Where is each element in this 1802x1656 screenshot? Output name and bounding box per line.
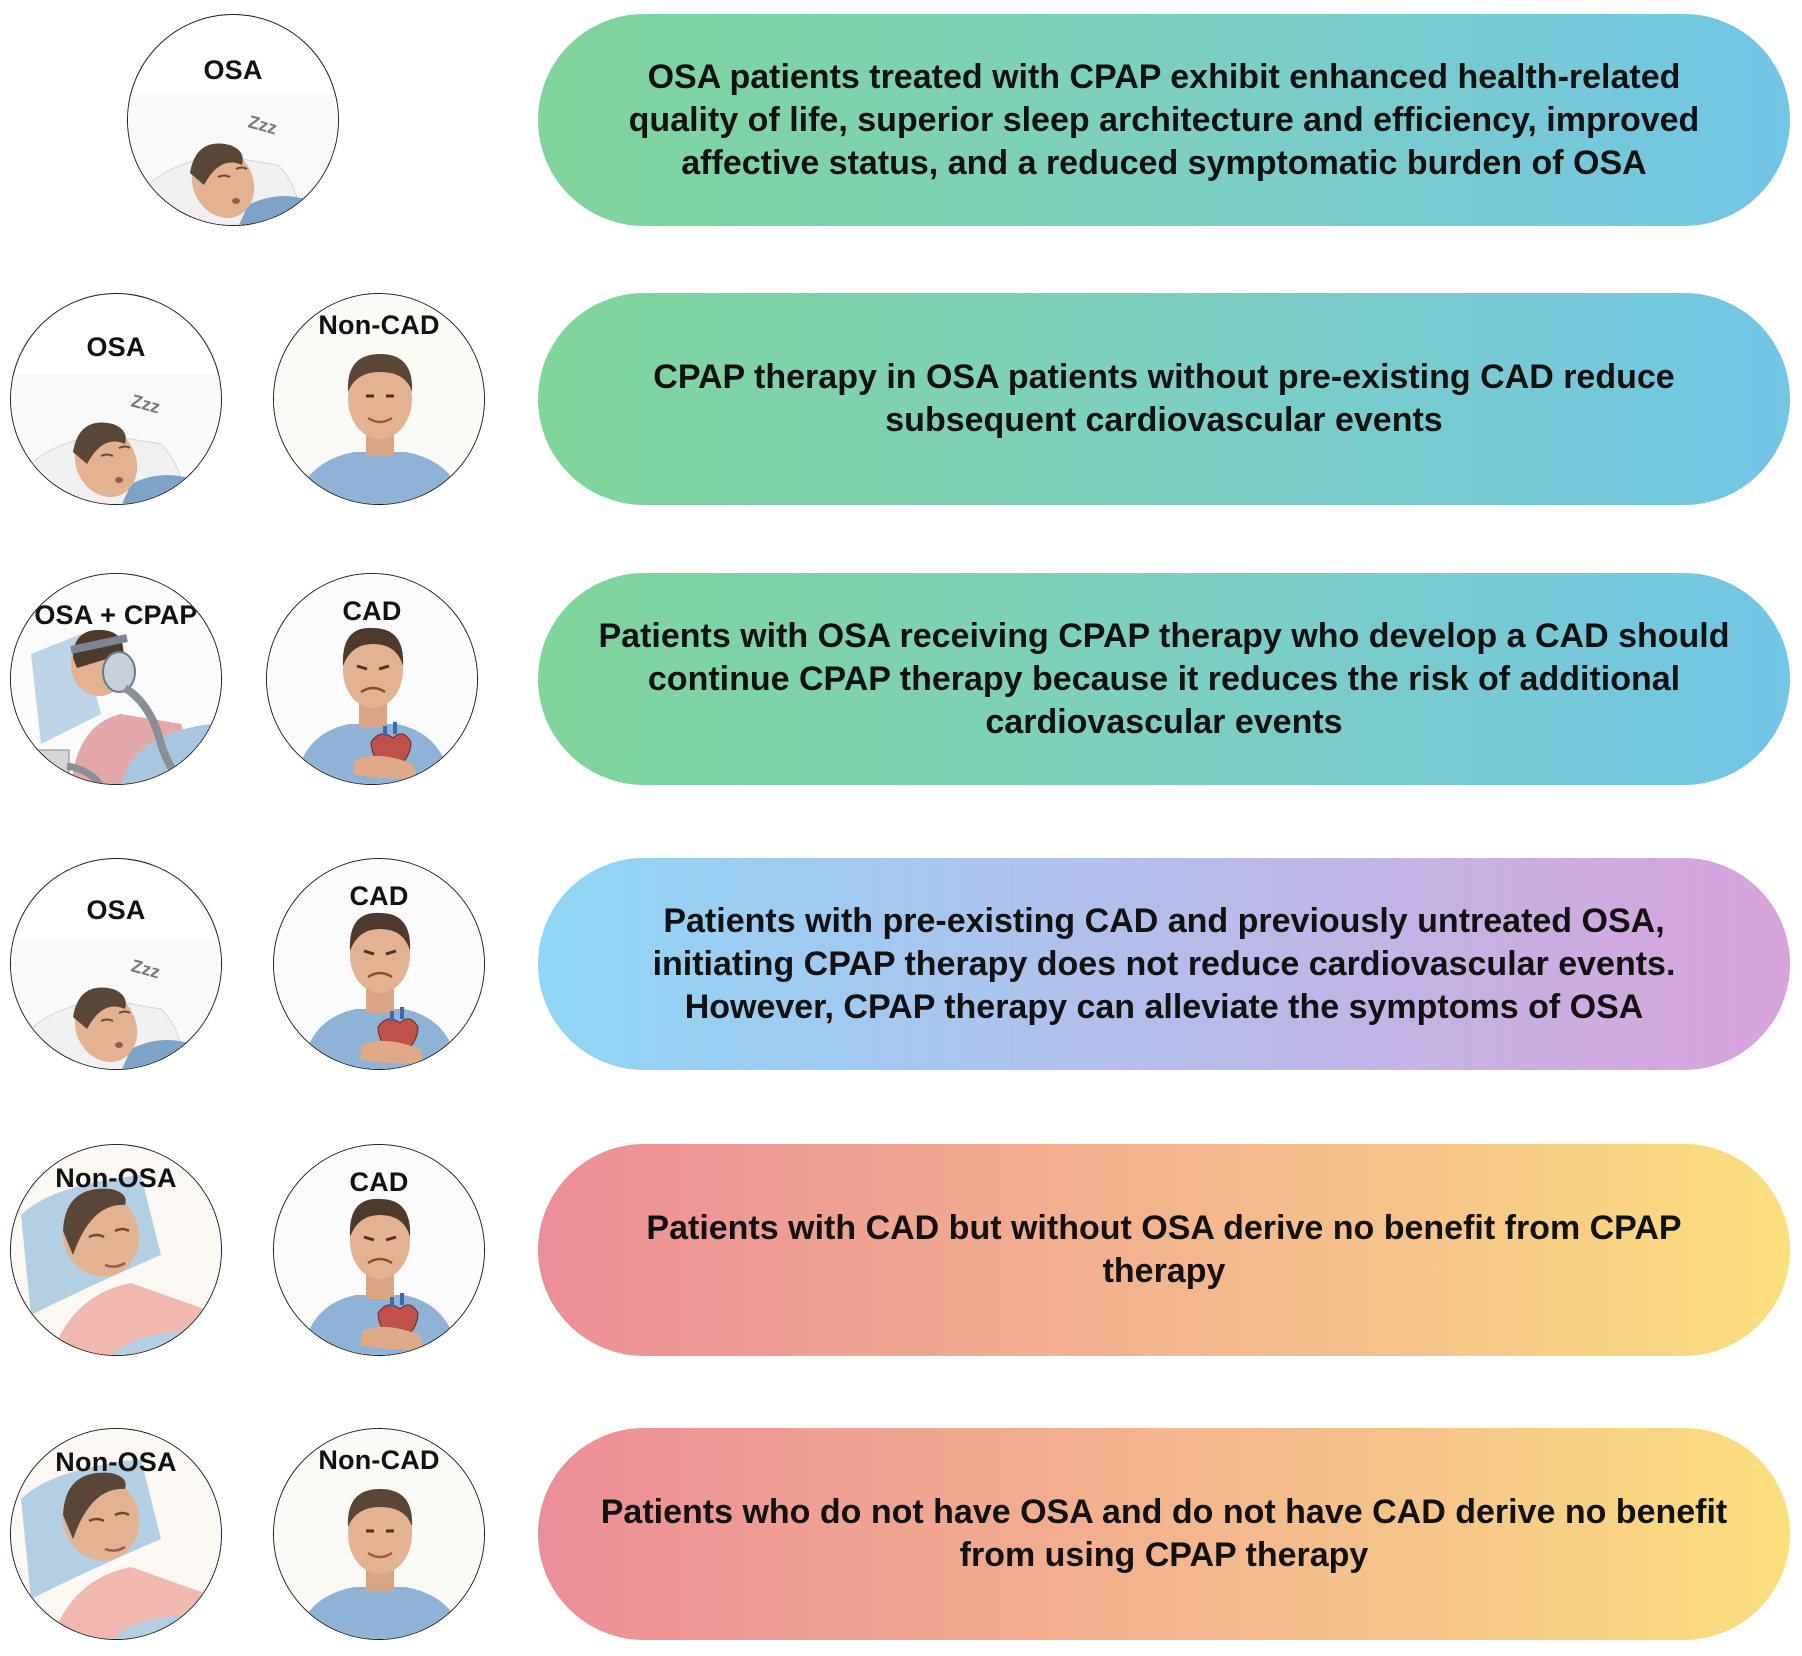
- patient-circle-cad: CAD: [273, 858, 485, 1070]
- patient-circle-non-osa: Non-OSA: [10, 1144, 222, 1356]
- patient-circle-osa-cpap: OSA + CPAP: [10, 573, 222, 785]
- circle-label: Non-OSA: [55, 1163, 177, 1193]
- statement-text: CPAP therapy in OSA patients without pre…: [653, 358, 1675, 439]
- circle-label: Non-CAD: [318, 1445, 440, 1475]
- circle-label: CAD: [349, 881, 409, 911]
- statement-pill: Patients with CAD but without OSA derive…: [538, 1144, 1790, 1356]
- row-5: Non-OSA CAD Patients with CAD but withou…: [0, 1144, 1802, 1356]
- statement-pill: Patients with pre-existing CAD and previ…: [538, 858, 1790, 1070]
- patient-circle-osa: Zzz OSA: [10, 858, 222, 1070]
- row-2: Zzz OSA Non-CAD CPAP therapy in OSA pati…: [0, 293, 1802, 505]
- sleeping-man-icon: [128, 94, 338, 225]
- circle-label: Non-OSA: [55, 1447, 177, 1477]
- circle-label: OSA: [86, 895, 146, 925]
- circle-label: OSA: [203, 55, 263, 85]
- statement-text: OSA patients treated with CPAP exhibit e…: [628, 57, 1700, 182]
- row-4: Zzz OSA CAD Patients with pre-existing C…: [0, 858, 1802, 1070]
- sleeping-man-icon: [11, 373, 221, 504]
- statement-pill: Patients who do not have OSA and do not …: [538, 1428, 1790, 1640]
- statement-text: Patients with pre-existing CAD and previ…: [652, 901, 1676, 1026]
- sleeping-man-icon: [11, 938, 221, 1069]
- statement-pill: Patients with OSA receiving CPAP therapy…: [538, 573, 1790, 785]
- row-6: Non-OSA Non-CAD Patients who do not have…: [0, 1428, 1802, 1640]
- row-1: Zzz OSA OSA patients treated with CPAP e…: [0, 14, 1802, 226]
- statement-pill: OSA patients treated with CPAP exhibit e…: [538, 14, 1790, 226]
- patient-circle-osa: Zzz OSA: [10, 293, 222, 505]
- patient-circle-cad: CAD: [266, 573, 478, 785]
- statement-text: Patients who do not have OSA and do not …: [600, 1493, 1728, 1574]
- patient-circle-cad: CAD: [273, 1144, 485, 1356]
- circle-label: CAD: [342, 596, 402, 626]
- row-3: OSA + CPAP CAD Patients with OSA receivi…: [0, 573, 1802, 785]
- statement-pill: CPAP therapy in OSA patients without pre…: [538, 293, 1790, 505]
- patient-circle-non-osa: Non-OSA: [10, 1428, 222, 1640]
- patient-circle-non-cad: Non-CAD: [273, 293, 485, 505]
- patient-circle-non-cad: Non-CAD: [273, 1428, 485, 1640]
- patient-circle-osa: Zzz OSA: [127, 14, 339, 226]
- statement-text: Patients with CAD but without OSA derive…: [646, 1209, 1682, 1290]
- circle-label: Non-CAD: [318, 310, 440, 340]
- circle-label: OSA: [86, 332, 146, 362]
- circle-label: OSA + CPAP: [34, 600, 198, 630]
- circle-label: CAD: [349, 1167, 409, 1197]
- statement-text: Patients with OSA receiving CPAP therapy…: [598, 616, 1730, 741]
